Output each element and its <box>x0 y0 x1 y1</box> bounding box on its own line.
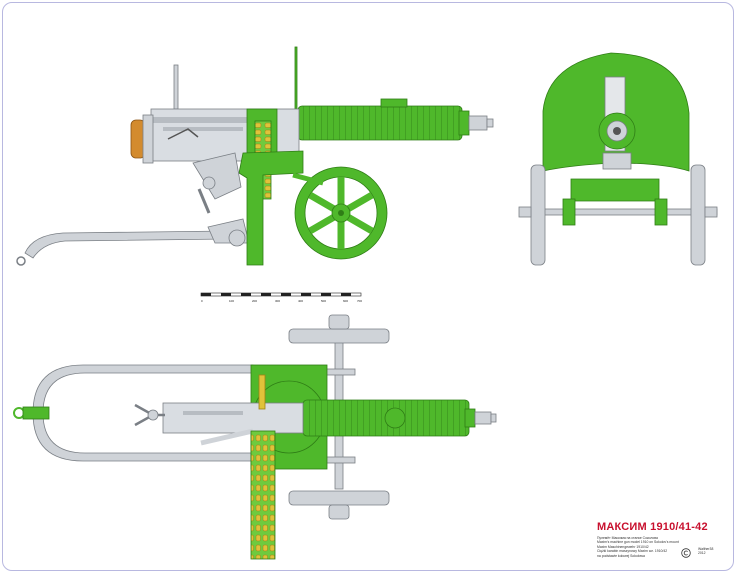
scale-bar <box>200 292 362 297</box>
scale-label: 300 <box>275 299 280 303</box>
scale-label: 0 <box>201 299 203 303</box>
scale-label: 100 <box>229 299 234 303</box>
caption-line: Maxim Maschinengewehr 1910/42 <box>597 544 649 549</box>
caption-line: na podstawie kołowej Sokołowa <box>597 553 645 558</box>
top-wheel-lower <box>288 490 390 506</box>
water-jacket <box>297 105 463 141</box>
caption-line: Maxim's machine gun model 1910 on Sokolo… <box>597 540 679 545</box>
scale-label: 700 <box>357 299 362 303</box>
scale-label: 600 <box>343 299 348 303</box>
receiver-top <box>162 402 304 434</box>
right-wheel-front <box>690 164 706 266</box>
author-block: Walther38 2012 <box>698 547 713 556</box>
top-wheel-upper <box>288 328 390 344</box>
maxim-drawing: 0 100 200 300 400 500 600 700 <box>13 46 718 560</box>
scale-label: 200 <box>252 299 257 303</box>
rear-sight <box>173 64 179 110</box>
cradle <box>238 150 304 266</box>
caption-block: Пулемёт Максима на станке Соколова Maxim… <box>597 536 679 558</box>
trail-eye <box>16 256 26 266</box>
scale-label: 500 <box>321 299 326 303</box>
caption-line: Пулемёт Максима на станке Соколова <box>597 536 658 540</box>
author-year: 2012 <box>698 551 706 556</box>
ammo-belt-top <box>250 430 276 560</box>
caption-line: Ciężki karabin maszynowy Maxim wz. 1910/… <box>597 549 668 554</box>
front-axle <box>532 208 718 216</box>
scale-label: 400 <box>298 299 303 303</box>
scale-labels: 0 100 200 300 400 500 600 700 <box>201 299 362 303</box>
trail-bar <box>24 230 229 259</box>
drawing-title: МАКСИМ 1910/41-42 <box>597 521 708 533</box>
front-view <box>518 52 718 266</box>
muzzle <box>468 115 488 131</box>
muzzle-top <box>474 411 492 425</box>
top-view <box>13 314 497 560</box>
copyright-icon <box>681 548 691 558</box>
side-view <box>16 46 494 266</box>
elevation-screw <box>197 188 211 214</box>
left-wheel-front <box>530 164 546 266</box>
filler-cap <box>380 98 408 108</box>
front-sight <box>294 46 298 110</box>
side-wheel <box>294 166 388 260</box>
author-name: Walther38 <box>698 547 714 551</box>
